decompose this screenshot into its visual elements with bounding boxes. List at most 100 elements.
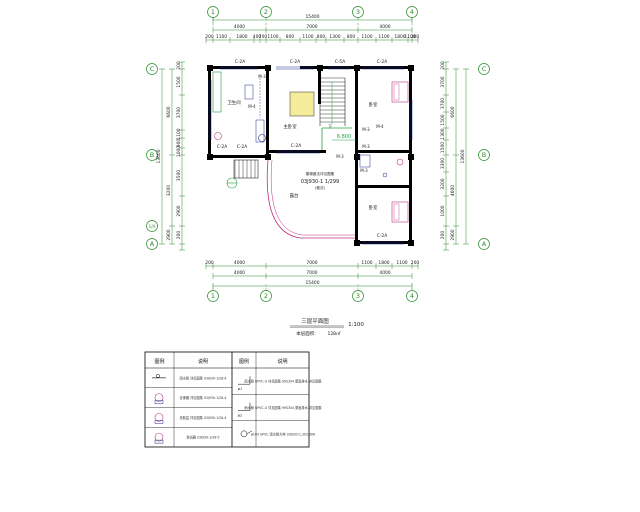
dim-right-seg-text: 3700: [440, 98, 446, 109]
terrace-edge: [266, 159, 355, 239]
dim-top-seg-text: 1800: [394, 34, 405, 40]
room-label: 主卧室: [283, 123, 297, 130]
dim-top-seg-text: 1800: [236, 34, 247, 40]
dim-bot-seg-text: 1100: [361, 260, 372, 266]
door-label: M-4: [376, 124, 384, 129]
wall-south-right: [355, 241, 412, 244]
column: [354, 240, 360, 246]
axis-label-C: C: [482, 65, 487, 73]
staircase: [319, 77, 346, 126]
dim-bot-total-text: 15400: [306, 280, 320, 286]
dim-left-seg-text: 1500: [176, 76, 182, 87]
dim-left-seg-text: 1000: [176, 146, 182, 157]
dim-top-mid-text: 4000: [379, 24, 390, 30]
legend-header: 图例: [239, 358, 249, 365]
legend-code: φ1: [238, 387, 243, 391]
column: [317, 65, 323, 71]
dim-bot-seg-text: 200: [411, 260, 420, 266]
note-line: 楼梯做法详见图集: [306, 171, 335, 176]
axis-label-1: 1: [211, 8, 215, 16]
column: [354, 154, 360, 160]
axis-label-sub: 1/A: [149, 224, 156, 229]
legend-code: φ2: [238, 414, 243, 418]
step-box: [233, 159, 259, 179]
dim-right-mid-text: 6600: [450, 106, 456, 117]
window-label: C-2A: [291, 143, 301, 149]
bed-lower: [391, 201, 409, 223]
floor-drain: [258, 134, 266, 142]
door-label: M-3: [362, 144, 370, 149]
legend-symbol: [154, 420, 164, 424]
floor-plan: [207, 65, 414, 246]
dim-right-seg-text: 1000: [440, 205, 446, 216]
dim-left-seg-text: 2900: [176, 205, 182, 216]
plan-title: 三层平面图: [301, 317, 329, 325]
axis-label-1: 1: [211, 292, 215, 300]
window-label: C-2A: [377, 233, 387, 239]
dim-right-seg-text: 200: [440, 231, 446, 240]
axis-bubble-C: [478, 63, 490, 75]
column: [408, 154, 414, 160]
column: [265, 154, 271, 160]
legend-symbol: [154, 393, 164, 402]
legend-symbol: [154, 400, 164, 404]
dim-right-seg-text: 1500: [440, 114, 446, 125]
dim-left-seg-text: 1100: [176, 128, 182, 139]
window-label: C-5A: [335, 59, 345, 65]
legend-desc: ø100 UPVC 雨水管大样 03J930-1,303,306: [251, 431, 315, 436]
legend-desc: 坐便器 详见图集 03J930-1/28-4: [180, 395, 227, 400]
column: [207, 65, 213, 71]
door-label: M-3: [336, 154, 344, 159]
column: [207, 154, 213, 160]
door-label: M-3: [362, 127, 370, 132]
legend-symbol: [246, 430, 253, 435]
plan-scale: 1:100: [348, 322, 364, 328]
wall-stair-west: [318, 66, 321, 104]
wall-b-right: [355, 150, 412, 153]
dim-top-seg-text: 800: [347, 34, 356, 40]
legend-symbol: [154, 432, 164, 442]
dim-top-mid-text: 4000: [234, 24, 245, 30]
axis-label-C: C: [150, 65, 155, 73]
dim-top-seg-text: 1300: [329, 34, 340, 40]
legend-header: 说明: [277, 358, 287, 365]
bed-upper: [391, 81, 409, 103]
dim-top-seg-text: 1100: [267, 34, 278, 40]
dim-top-seg-text: 400: [253, 34, 262, 40]
column: [408, 240, 414, 246]
area-label: 本层面积:: [296, 330, 316, 337]
dim-top-seg-text: 800: [317, 34, 326, 40]
legend-desc: 雨水管 UPVC-U 详见图集 99S304 屋面排水 详见图集: [244, 379, 322, 384]
dim-top-seg-text: 1100: [404, 34, 415, 40]
dim-bot-seg-text: 200: [205, 260, 214, 266]
axis-label-2: 2: [264, 8, 268, 16]
window-label: C-2A: [235, 59, 245, 65]
axis-label-A: A: [150, 240, 155, 248]
dim-left-seg-text: 900: [176, 139, 182, 148]
dim-bot-seg-text: 7000: [306, 260, 317, 266]
basin-right: [359, 154, 371, 168]
dim-top-seg-text: 1100: [361, 34, 372, 40]
dim-left-seg-text: 3500: [176, 170, 182, 181]
legend-frame: [144, 351, 310, 448]
wall-b-mid: [266, 150, 326, 153]
dim-top-seg-text: 200: [205, 34, 214, 40]
door-label: M-3: [258, 74, 266, 79]
terrace-edge-inner: [270, 159, 355, 236]
axis-label-3: 3: [356, 292, 360, 300]
room-label: 露台: [290, 192, 299, 199]
dim-right-seg-text: 3700: [440, 76, 446, 87]
legend-header: 说明: [198, 358, 208, 365]
axis-bubble-C: [146, 63, 158, 75]
dim-right-seg-text: 3300: [440, 158, 446, 169]
stair-landing: [289, 91, 315, 117]
stair-direction: 下: [328, 124, 332, 129]
dim-top-seg-text: 200: [411, 34, 420, 40]
axis-label-2: 2: [264, 292, 268, 300]
dim-left-mid-text: 6600: [166, 106, 172, 117]
note-code: 03J930-1 1/299: [301, 179, 339, 185]
axis-label-B: B: [150, 151, 154, 159]
room-label: 卫生间: [227, 99, 240, 106]
